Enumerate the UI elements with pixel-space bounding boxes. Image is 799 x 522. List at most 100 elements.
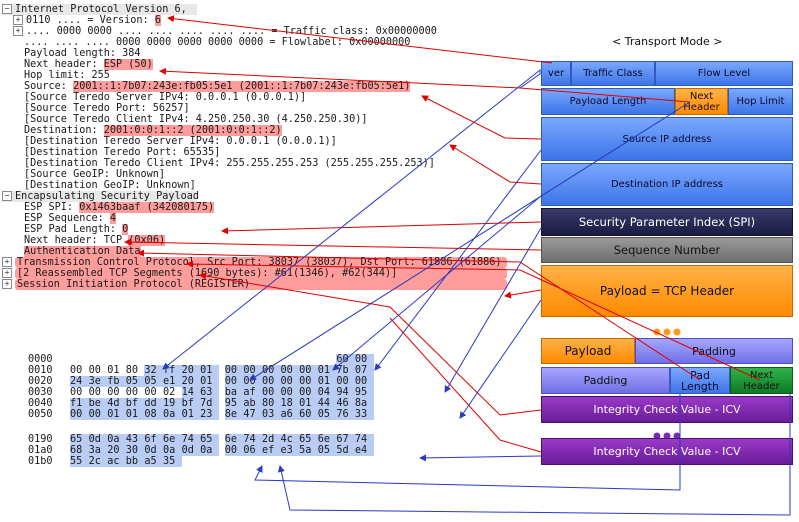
- arrow-version: [167, 15, 553, 64]
- tree-line[interactable]: Payload length: 384: [24, 48, 141, 59]
- tree-line[interactable]: Next header: TCP (0x06): [24, 235, 166, 246]
- tree-line[interactable]: +Transmission Control Protocol, Src Port…: [2, 257, 507, 268]
- tree-line-text: [Source GeoIP: Unknown]: [24, 169, 166, 180]
- tree-line-highlight: 2001:0:0:1::2 (2001:0:0:1::2): [103, 125, 282, 136]
- hex-byte: 6e: [162, 434, 182, 445]
- hex-byte: 74: [354, 434, 374, 445]
- hex-byte: 01: [181, 409, 201, 420]
- sequence-number-field: Sequence Number: [541, 237, 793, 263]
- hex-byte: 00: [224, 376, 244, 387]
- hex-arrow-payload: [459, 299, 542, 419]
- tree-line-text: Internet Protocol Version 6,: [15, 4, 187, 15]
- padding-field: Padding: [541, 367, 670, 394]
- hex-byte: 63: [200, 387, 219, 398]
- hex-byte: 20: [181, 365, 201, 376]
- hex-byte: 0a: [107, 434, 126, 445]
- tree-line[interactable]: ESP SPI: 0x1463baaf (342080175): [24, 202, 215, 213]
- hex-arrow-icv: [419, 454, 542, 462]
- hex-byte: 30: [125, 445, 145, 456]
- tree-line[interactable]: Hop limit: 255: [24, 70, 110, 81]
- hex-byte: dd: [144, 398, 163, 409]
- hex-byte: 01: [107, 409, 126, 420]
- hex-byte: 8e: [224, 409, 244, 420]
- tree-line[interactable]: +.... 0000 0000 .... .... .... .... ....…: [13, 26, 437, 37]
- hex-arrow-next-header: [249, 101, 691, 381]
- hex-offset: 0010: [28, 365, 53, 376]
- tree-line[interactable]: [Source Teredo Port: 56257]: [24, 103, 190, 114]
- hex-arrow-spi: [444, 227, 542, 393]
- tree-line[interactable]: [Destination Teredo Port: 65535]: [24, 147, 220, 158]
- expand-icon[interactable]: +: [13, 15, 23, 25]
- hex-byte: 33: [354, 409, 374, 420]
- collapse-icon[interactable]: −: [2, 4, 12, 14]
- hex-byte: ef: [261, 445, 281, 456]
- tree-line-text: [Source Teredo Server IPv4: 0.0.0.1 (0.0…: [24, 92, 307, 103]
- hex-byte: ac: [107, 456, 126, 467]
- expand-icon[interactable]: +: [2, 257, 12, 267]
- expand-icon[interactable]: +: [13, 26, 23, 36]
- tree-line[interactable]: +0110 .... = Version: 6: [13, 15, 161, 26]
- expand-icon[interactable]: +: [2, 268, 12, 278]
- tree-line[interactable]: Destination: 2001:0:0:1::2 (2001:0:0:1::…: [24, 125, 282, 136]
- hex-byte: 02: [162, 387, 176, 398]
- tree-line[interactable]: −Encapsulating Security Payload: [2, 191, 199, 202]
- payload-length-field: Payload Length: [541, 88, 675, 115]
- tree-line[interactable]: Authentication Data: [24, 246, 141, 257]
- hex-byte: 05: [317, 409, 337, 420]
- tree-line[interactable]: [Destination Teredo Client IPv4: 255.255…: [24, 158, 435, 169]
- tree-line[interactable]: +Session Initiation Protocol (REGISTER): [2, 279, 507, 290]
- hex-byte: 2d: [261, 434, 281, 445]
- hex-byte: 47: [243, 409, 262, 420]
- hex-byte: 20: [107, 445, 126, 456]
- hex-offset: 01b0: [28, 456, 53, 467]
- tree-line[interactable]: [Source Teredo Server IPv4: 0.0.0.1 (0.0…: [24, 92, 306, 103]
- arrow-destination: [449, 144, 542, 185]
- hex-arrow-src: [374, 149, 542, 371]
- hex-byte: 55: [70, 456, 89, 467]
- tree-line[interactable]: ESP Pad Length: 0: [24, 224, 129, 235]
- hex-byte: 01: [107, 365, 120, 376]
- hex-byte: 03: [261, 409, 281, 420]
- hex-byte: 00: [261, 365, 281, 376]
- expand-icon[interactable]: +: [2, 279, 12, 289]
- tree-line-label: Next header:: [24, 59, 104, 70]
- hex-byte: 0d: [144, 445, 163, 456]
- padding-field-top: Padding: [635, 338, 793, 364]
- hex-byte: 00: [107, 387, 120, 398]
- tree-line[interactable]: −Internet Protocol Version 6,: [2, 4, 197, 15]
- hex-byte: 00: [88, 387, 101, 398]
- hex-byte: 4d: [107, 398, 126, 409]
- tree-line-text: [Destination Teredo Port: 65535]: [24, 147, 221, 158]
- tree-line[interactable]: [Destination GeoIP: Unknown]: [24, 180, 196, 191]
- hex-byte: 05: [317, 445, 337, 456]
- hex-byte: 0a: [162, 445, 182, 456]
- tree-line[interactable]: [Source Teredo Client IPv4: 4.250.250.30…: [24, 114, 367, 125]
- hex-byte: 05: [144, 376, 163, 387]
- tree-line-highlight: 0x1463baaf (342080175): [79, 202, 215, 213]
- hex-offset: 01a0: [28, 445, 53, 456]
- hex-arrow-next-header-trailer: [277, 394, 791, 516]
- tree-line[interactable]: [Destination Teredo Server IPv4: 0.0.0.1…: [24, 136, 337, 147]
- tree-line[interactable]: Source: 2001::1:7b07:243e:fb05:5e1 (2001…: [24, 81, 411, 92]
- hex-arrow-version: [162, 68, 541, 370]
- collapse-icon[interactable]: −: [2, 191, 12, 201]
- hex-byte: 00: [261, 376, 281, 387]
- tree-line[interactable]: [Source GeoIP: Unknown]: [24, 169, 165, 180]
- hex-arrow-dst: [332, 195, 542, 371]
- flow-level-field: Flow Level: [655, 61, 793, 86]
- hex-arrow-pad-length: [254, 394, 681, 491]
- traffic-class-field: Traffic Class: [571, 61, 655, 86]
- tree-line[interactable]: Next header: ESP (50): [24, 59, 153, 70]
- hex-byte: 00: [299, 376, 318, 387]
- ver-field: ver: [541, 61, 571, 86]
- hex-byte: 60: [299, 409, 318, 420]
- tree-line[interactable]: ESP Sequence: 4: [24, 213, 117, 224]
